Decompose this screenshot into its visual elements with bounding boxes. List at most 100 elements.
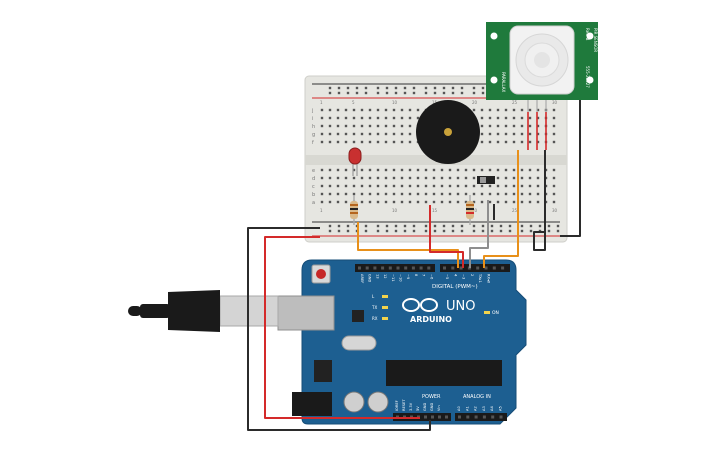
header-pin[interactable] xyxy=(458,415,461,419)
digital-header-left xyxy=(355,264,435,272)
header-pin[interactable] xyxy=(474,415,478,419)
breadboard-hole xyxy=(552,192,556,196)
breadboard-hole xyxy=(408,132,412,136)
breadboard-hole xyxy=(384,124,388,128)
breadboard-hole xyxy=(328,132,332,136)
rail-hole xyxy=(364,224,368,228)
breadboard-hole xyxy=(408,124,412,128)
breadboard-hole xyxy=(344,184,348,188)
header-pin[interactable] xyxy=(373,266,377,270)
breadboard-hole xyxy=(520,184,524,188)
breadboard-hole xyxy=(368,116,372,120)
breadboard-hole xyxy=(384,200,388,204)
wire-led-orange[interactable] xyxy=(357,222,459,268)
breadboard-hole xyxy=(480,200,484,204)
usb-cable-end xyxy=(128,306,142,316)
header-pin[interactable] xyxy=(476,266,480,270)
header-pin[interactable] xyxy=(431,415,434,419)
breadboard-hole xyxy=(400,116,404,120)
breadboard-hole xyxy=(400,176,404,180)
breadboard-hole xyxy=(368,184,372,188)
piezo-buzzer[interactable] xyxy=(416,100,480,164)
rail-hole xyxy=(442,229,446,233)
resistor-left[interactable] xyxy=(350,195,358,225)
header-pin[interactable] xyxy=(424,415,427,419)
dc-barrel-jack[interactable] xyxy=(292,392,332,416)
arduino-uno[interactable]: DIGITAL (PWM~) ARDUINO UNO POWER ANALOG … xyxy=(277,259,527,425)
rail-hole xyxy=(385,86,389,90)
slide-switch[interactable] xyxy=(477,176,495,184)
led-red[interactable] xyxy=(348,147,362,176)
rail-hole xyxy=(337,91,341,95)
header-pin[interactable] xyxy=(438,415,441,419)
header-pin[interactable] xyxy=(499,415,503,419)
header-pin[interactable] xyxy=(501,266,505,270)
breadboard-hole xyxy=(528,184,532,188)
breadboard-hole xyxy=(512,140,516,144)
header-pin[interactable] xyxy=(358,266,361,270)
wire-pir-gnd-black[interactable] xyxy=(533,150,546,251)
header-pin[interactable] xyxy=(404,266,408,270)
breadboard-hole xyxy=(552,132,556,136)
header-pin[interactable] xyxy=(451,266,455,270)
breadboard-hole xyxy=(368,108,372,112)
analog-pin-label: A4 xyxy=(490,406,494,411)
header-pin[interactable] xyxy=(365,266,369,270)
digital-pin-label: 7 xyxy=(422,274,426,276)
resistor-right[interactable] xyxy=(466,195,474,225)
header-pin[interactable] xyxy=(396,266,400,270)
header-pin[interactable] xyxy=(419,266,423,270)
breadboard-hole xyxy=(536,200,540,204)
usb-b-port[interactable] xyxy=(277,295,335,331)
wire-pir-pins-red[interactable] xyxy=(527,112,547,150)
breadboard-hole xyxy=(504,140,508,144)
breadboard-hole xyxy=(384,168,388,172)
digital-pin-label: TX▸1 xyxy=(478,273,482,283)
rail-hole xyxy=(490,224,494,228)
switch-slider[interactable] xyxy=(480,177,486,183)
breadboard-hole xyxy=(408,168,412,172)
breadboard-hole xyxy=(344,108,348,112)
capacitor-2 xyxy=(367,391,389,413)
breadboard-hole xyxy=(520,140,524,144)
usb-cable[interactable] xyxy=(128,290,279,332)
breadboard-hole xyxy=(552,168,556,172)
breadboard-hole xyxy=(392,132,396,136)
header-pin[interactable] xyxy=(411,266,415,270)
header-pin[interactable] xyxy=(427,266,431,270)
wire-gnd-black[interactable] xyxy=(247,227,431,431)
breadboard-hole xyxy=(352,132,356,136)
breadboard-hole xyxy=(424,168,428,172)
header-pin[interactable] xyxy=(443,266,446,270)
header-pin[interactable] xyxy=(388,266,392,270)
breadboard-hole xyxy=(416,176,420,180)
header-pin[interactable] xyxy=(491,415,495,419)
power-header xyxy=(393,413,451,421)
header-pin[interactable] xyxy=(466,415,470,419)
wire-switch-gray[interactable] xyxy=(469,200,489,268)
breadboard-hole xyxy=(496,124,500,128)
breadboard-hole xyxy=(376,192,380,196)
breadboard-hole xyxy=(456,192,460,196)
header-pin[interactable] xyxy=(381,266,385,270)
rail-hole xyxy=(385,224,389,228)
header-pin[interactable] xyxy=(482,415,486,419)
breadboard-hole xyxy=(472,192,476,196)
wire-pir-vcc-black[interactable] xyxy=(560,100,581,237)
header-pin[interactable] xyxy=(459,266,463,270)
breadboard-hole xyxy=(392,200,396,204)
breadboard-hole xyxy=(360,124,364,128)
header-pin[interactable] xyxy=(445,415,448,419)
rail-hole xyxy=(412,86,416,90)
wire-5v-red[interactable] xyxy=(264,236,420,419)
breadboard-hole xyxy=(488,140,492,144)
header-pin[interactable] xyxy=(484,266,488,270)
pir-sensor[interactable]: PIR SENSOR Rev. B PARALLAX 555-28027 xyxy=(486,22,598,112)
wire-pir-signal-orange[interactable] xyxy=(483,150,519,268)
breadboard-hole xyxy=(456,168,460,172)
wire-buzzer-red[interactable] xyxy=(429,205,464,268)
rail-hole xyxy=(472,229,476,233)
breadboard-hole xyxy=(392,108,396,112)
header-pin[interactable] xyxy=(492,266,496,270)
breadboard-hole xyxy=(536,116,540,120)
